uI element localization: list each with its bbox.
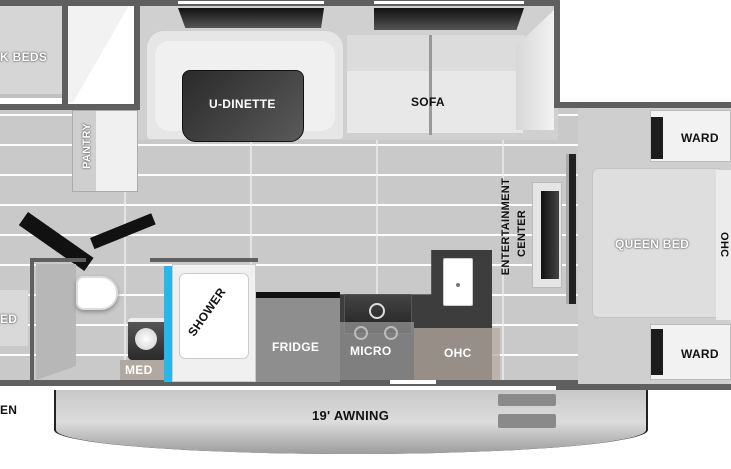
wall-left-room xyxy=(62,0,68,108)
wall-top-left xyxy=(0,0,140,6)
ohc-bedroom-label: OHC xyxy=(718,232,730,258)
burner-icon xyxy=(369,303,385,319)
shade-right xyxy=(374,8,524,30)
queen-bed[interactable]: QUEEN BED xyxy=(592,168,720,318)
bunk-beds: K BEDS xyxy=(0,6,62,98)
bedroom-partition xyxy=(566,154,576,304)
entertainment-label-1: ENTERTAINMENT xyxy=(500,178,512,276)
pantry[interactable]: PANTRY xyxy=(72,110,138,192)
awning: 19' AWNING xyxy=(54,390,648,454)
window-top-right xyxy=(374,1,524,4)
wall-slideout-left xyxy=(134,0,140,108)
shower-accent xyxy=(164,266,172,382)
drain-icon xyxy=(456,283,460,287)
microwave[interactable]: MICRO xyxy=(340,322,414,380)
sofa[interactable]: SOFA xyxy=(346,34,525,135)
u-dinette-label: U-DINETTE xyxy=(209,97,276,111)
sink-cabinet xyxy=(128,318,166,360)
ward-top[interactable]: WARD xyxy=(650,110,731,162)
ohc-kitchen-label: OHC xyxy=(444,346,472,360)
wall-slideout-right xyxy=(554,0,560,108)
med-cabinet[interactable]: MED xyxy=(120,360,166,380)
left-bed-label: ED xyxy=(0,312,18,326)
bunk-beds-label: K BEDS xyxy=(0,50,48,64)
ohc-bedroom[interactable]: OHC xyxy=(716,170,731,320)
left-bed-partial: ED xyxy=(0,290,28,346)
micro-label: MICRO xyxy=(350,344,392,358)
window-top-left xyxy=(178,1,324,4)
ward-bottom-label: WARD xyxy=(681,347,719,361)
med-label: MED xyxy=(125,363,153,377)
bath-wall-top-right xyxy=(150,258,258,262)
bath-wall-left xyxy=(30,258,34,384)
tv xyxy=(541,191,559,279)
burner-icon xyxy=(384,326,398,340)
entry-door-opening xyxy=(390,380,436,384)
sink-bowl xyxy=(135,328,157,350)
burner-icon xyxy=(354,326,368,340)
wall-bottom xyxy=(0,380,650,386)
shower[interactable]: SHOWER xyxy=(172,264,256,382)
wall-slideout-top xyxy=(138,0,558,6)
left-outside-label: EN xyxy=(0,403,18,417)
wall-left-room-bottom xyxy=(0,104,140,110)
bath-wall-top-left xyxy=(30,258,86,262)
u-dinette-table[interactable]: U-DINETTE xyxy=(182,70,304,142)
fridge-label: FRIDGE xyxy=(272,340,320,354)
wall-right-top xyxy=(556,102,731,108)
closet-left xyxy=(68,6,134,102)
pantry-label: PANTRY xyxy=(81,123,93,169)
toilet[interactable] xyxy=(76,276,118,310)
kitchen-sink[interactable] xyxy=(443,258,473,306)
entry-steps-overlay xyxy=(498,392,556,430)
awning-label: 19' AWNING xyxy=(312,408,390,423)
ward-bottom[interactable]: WARD xyxy=(650,324,731,380)
ward-top-label: WARD xyxy=(681,131,719,145)
wall-right-bottom xyxy=(556,384,731,390)
bath-partition xyxy=(36,264,76,380)
entertainment-center[interactable] xyxy=(532,182,562,288)
ohc-kitchen[interactable]: OHC xyxy=(414,328,500,380)
queen-bed-label: QUEEN BED xyxy=(615,237,690,251)
shade-left xyxy=(178,8,324,28)
fridge[interactable]: FRIDGE xyxy=(256,292,340,382)
entertainment-label-2: CENTER xyxy=(516,210,528,258)
sofa-label: SOFA xyxy=(411,95,445,109)
